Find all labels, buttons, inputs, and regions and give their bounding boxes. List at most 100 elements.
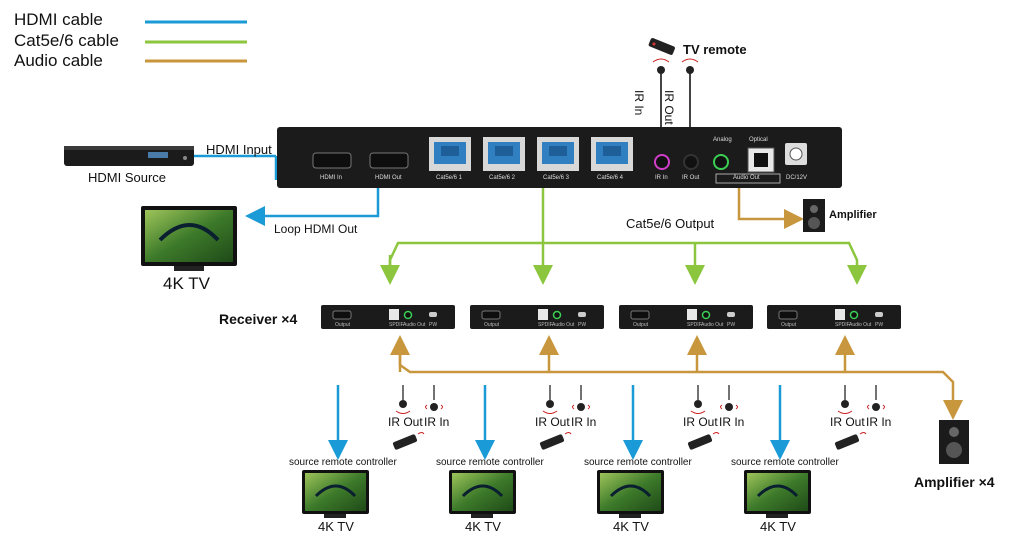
rj45-port-3 <box>537 137 579 171</box>
tv-remote-ir-out-label: IR Out <box>662 90 676 125</box>
zone-ir-in-label: IR In <box>424 415 450 429</box>
receiver-port-label: Audio Out <box>403 322 426 328</box>
receiver-port-label: SPDIF <box>835 322 850 328</box>
ir-receiver-icon <box>425 385 443 411</box>
ir-emitter-icon <box>837 385 853 414</box>
audio-bus-cable <box>398 345 963 420</box>
receiver-port-label: Output <box>335 322 351 328</box>
port-audio-out: Audio Out <box>733 175 760 181</box>
tv-remote-icon <box>648 38 675 55</box>
transmitter-device <box>277 127 842 188</box>
amplifier-x4-label: Amplifier ×4 <box>914 474 995 490</box>
port-cat-4: Cat5e/6 4 <box>597 175 624 181</box>
port-cat-3: Cat5e/6 3 <box>543 175 570 181</box>
ir-receiver-icon <box>720 385 738 411</box>
receiver-port-label: PW <box>578 322 586 328</box>
zone-remote-label: source remote controller <box>289 457 397 468</box>
amplifier-x4-speaker-icon <box>939 420 969 464</box>
port-cat-1: Cat5e/6 1 <box>436 175 463 181</box>
receiver-port-label: Audio Out <box>849 322 872 328</box>
port-hdmi-out: HDMI Out <box>375 175 402 181</box>
ir-receiver-icon <box>572 385 590 411</box>
loop-tv-label: 4K TV <box>163 274 210 293</box>
zone-tv-icon <box>744 470 811 518</box>
port-hdmi-in: HDMI In <box>320 175 343 181</box>
receiver-port-label: PW <box>875 322 883 328</box>
receiver-port-label: PW <box>429 322 437 328</box>
source-remote-icon <box>392 432 425 450</box>
zone-ir-out-label: IR Out <box>683 415 718 429</box>
hdmi-source-icon <box>64 146 194 166</box>
legend-audio-label: Audio cable <box>14 51 103 70</box>
ir-emitter-icon <box>542 385 558 414</box>
rj45-port-4 <box>591 137 633 171</box>
port-ir-out: IR Out <box>682 175 700 181</box>
zone-remote-label: source remote controller <box>436 457 544 468</box>
cat-output-label: Cat5e/6 Output <box>626 216 715 231</box>
ir-emitter-icon <box>395 385 411 414</box>
zone-tv-label: 4K TV <box>613 519 649 534</box>
hdmi-source-label: HDMI Source <box>88 170 167 185</box>
zone-ir-in-label: IR In <box>719 415 745 429</box>
source-remote-icon <box>539 432 572 450</box>
zone-tv-icon <box>597 470 664 518</box>
zone-tv-icon <box>449 470 516 518</box>
ir-receiver-icon <box>867 385 885 411</box>
zone-remote-label: source remote controller <box>584 457 692 468</box>
ir-receiver-icon <box>681 58 699 74</box>
port-optical: Optical <box>749 137 768 143</box>
receiver-port-label: Output <box>484 322 500 328</box>
receiver-port-label: Output <box>633 322 649 328</box>
port-ir-in: IR In <box>655 175 668 181</box>
amplifier-label: Amplifier <box>829 209 877 221</box>
amplifier-speaker-icon <box>803 199 825 232</box>
receiver-port-label: SPDIF <box>687 322 702 328</box>
receiver-port-label: PW <box>727 322 735 328</box>
source-remote-icon <box>834 432 867 450</box>
zones-group <box>302 385 885 518</box>
audio-out-cable <box>737 188 804 229</box>
zone-tv-label: 4K TV <box>760 519 796 534</box>
port-analog: Analog <box>713 137 732 143</box>
zone-tv-icon <box>302 470 369 518</box>
hdmi-input-label: HDMI Input <box>206 142 272 157</box>
legend-cat-label: Cat5e/6 cable <box>14 31 119 50</box>
port-power: DC/12V <box>786 175 808 181</box>
receiver-port-label: Audio Out <box>552 322 575 328</box>
ir-emitter-icon <box>690 385 706 414</box>
loop-tv-icon <box>141 206 237 271</box>
loop-hdmi-out-label: Loop HDMI Out <box>274 222 358 236</box>
zone-tv-label: 4K TV <box>318 519 354 534</box>
port-cat-2: Cat5e/6 2 <box>489 175 516 181</box>
legend-hdmi-label: HDMI cable <box>14 10 103 29</box>
source-remote-icon <box>687 432 720 450</box>
zone-ir-out-label: IR Out <box>830 415 865 429</box>
zone-1 <box>302 385 443 518</box>
zone-ir-in-label: IR In <box>866 415 892 429</box>
zone-ir-out-label: IR Out <box>535 415 570 429</box>
zone-3 <box>597 385 738 518</box>
rj45-port-1 <box>429 137 471 171</box>
tv-remote-ir-in-label: IR In <box>632 90 646 116</box>
zone-2 <box>449 385 590 518</box>
zone-remote-label: source remote controller <box>731 457 839 468</box>
zone-ir-out-label: IR Out <box>388 415 423 429</box>
zone-ir-in-label: IR In <box>571 415 597 429</box>
tv-remote-label: TV remote <box>683 42 747 57</box>
loop-hdmi-cable <box>245 188 380 226</box>
receiver-label: Receiver ×4 <box>219 311 298 327</box>
zone-4 <box>744 385 885 518</box>
rj45-port-2 <box>483 137 525 171</box>
zone-tv-label: 4K TV <box>465 519 501 534</box>
receiver-port-label: SPDIF <box>389 322 404 328</box>
receiver-port-label: Audio Out <box>701 322 724 328</box>
ir-emitter-icon <box>652 58 670 74</box>
receiver-port-label: SPDIF <box>538 322 553 328</box>
receiver-port-label: Output <box>781 322 797 328</box>
